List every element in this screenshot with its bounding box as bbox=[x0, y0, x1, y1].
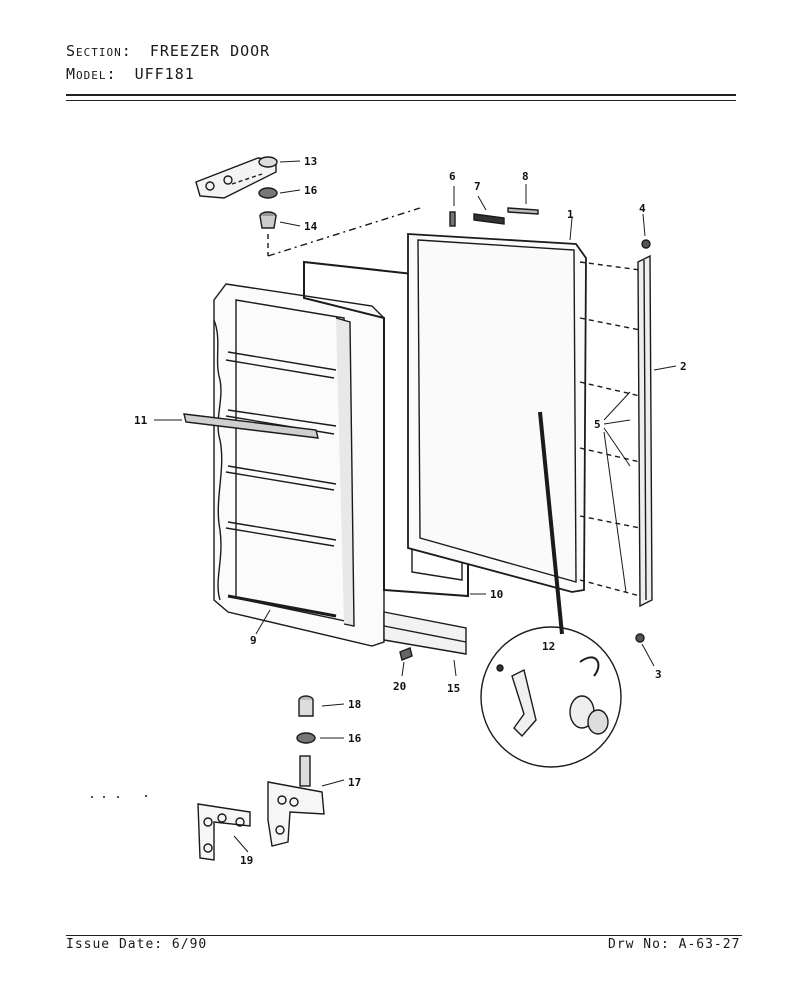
callout-10: 10 bbox=[490, 588, 503, 601]
callout-6: 6 bbox=[449, 170, 456, 183]
top-bushing bbox=[259, 211, 277, 229]
hinge-shim bbox=[197, 803, 251, 861]
door-liner bbox=[213, 283, 385, 647]
model-value: UFF181 bbox=[134, 65, 195, 83]
section-line: Section: FREEZER DOOR bbox=[66, 42, 270, 60]
handle-bottom-screw bbox=[635, 633, 645, 643]
callout-13: 13 bbox=[304, 155, 317, 168]
frame-cap bbox=[507, 207, 539, 215]
door-handle bbox=[637, 254, 653, 608]
drawing-number: Drw No: A-63-27 bbox=[608, 937, 741, 952]
callout-labels: 1 2 3 4 5 6 7 8 9 10 11 12 13 14 15 16 1… bbox=[134, 155, 687, 867]
leader-lines bbox=[154, 160, 677, 853]
callout-14: 14 bbox=[304, 220, 318, 233]
callout-19: 19 bbox=[240, 854, 253, 867]
callout-17: 17 bbox=[348, 776, 361, 789]
header-rule-top bbox=[66, 94, 736, 96]
top-hinge-plate bbox=[195, 156, 278, 199]
section-label: Section: bbox=[66, 42, 132, 60]
bottom-rail bbox=[383, 611, 467, 655]
callout-16-top: 16 bbox=[304, 184, 318, 197]
top-washer bbox=[258, 187, 278, 199]
model-label: Model: bbox=[66, 65, 117, 83]
callout-20: 20 bbox=[393, 680, 406, 693]
callout-16-bottom: 16 bbox=[348, 732, 362, 745]
dotted-mark bbox=[91, 795, 147, 798]
callout-9: 9 bbox=[250, 634, 257, 647]
bottom-hinge-bracket bbox=[267, 755, 325, 847]
shelf-bar bbox=[183, 413, 319, 439]
bottom-pivot-pin bbox=[298, 695, 314, 717]
callout-11: 11 bbox=[134, 414, 148, 427]
model-line: Model: UFF181 bbox=[66, 65, 195, 83]
bottom-washer bbox=[296, 732, 316, 744]
issue-date: Issue Date: 6/90 bbox=[66, 937, 208, 952]
callout-12: 12 bbox=[542, 640, 555, 653]
lock-detail-circle bbox=[480, 411, 622, 768]
handle-top-screw bbox=[641, 239, 651, 249]
exploded-parts-diagram: 1 2 3 4 5 6 7 8 9 10 11 12 13 14 15 16 1… bbox=[91, 155, 687, 867]
footer-rule bbox=[66, 935, 742, 936]
callout-2: 2 bbox=[680, 360, 687, 373]
callout-4: 4 bbox=[639, 202, 646, 215]
callout-5: 5 bbox=[594, 418, 601, 431]
header-rule-bottom bbox=[66, 100, 736, 101]
hinge-pin-top bbox=[449, 211, 456, 227]
callout-1: 1 bbox=[567, 208, 574, 221]
section-value: FREEZER DOOR bbox=[149, 42, 271, 60]
frame-bracket bbox=[473, 213, 505, 225]
callout-7: 7 bbox=[474, 180, 481, 193]
callout-8: 8 bbox=[522, 170, 529, 183]
callout-18: 18 bbox=[348, 698, 361, 711]
outer-door-frame bbox=[407, 233, 587, 593]
callout-15: 15 bbox=[447, 682, 460, 695]
rail-clip bbox=[399, 647, 413, 661]
callout-3: 3 bbox=[655, 668, 662, 681]
